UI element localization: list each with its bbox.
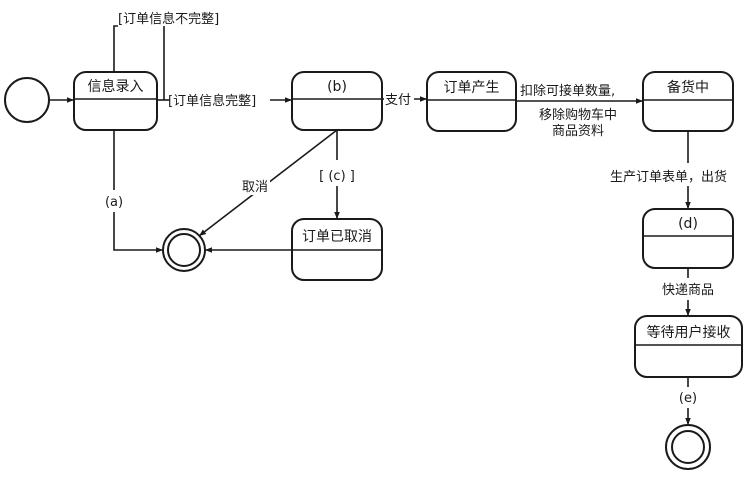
- transition-a-to-final: [113, 212, 163, 253]
- final-state-bottom: [665, 424, 711, 470]
- event-express: 快递商品: [662, 283, 714, 298]
- state-cancelled: 订单已取消: [291, 218, 383, 281]
- state-awaiting-receipt-title: 等待用户接收: [647, 324, 731, 341]
- guard-c: [ (c) ]: [319, 169, 355, 184]
- final-state-left: [162, 228, 206, 272]
- action-deduct-line1: 扣除可接单数量,: [520, 83, 615, 99]
- event-pay: 支付: [385, 93, 411, 108]
- initial-state: [4, 77, 50, 123]
- guard-info-incomplete: [订单信息不完整]: [118, 11, 219, 27]
- state-awaiting-receipt: 等待用户接收: [634, 315, 743, 378]
- event-a: (a): [105, 195, 123, 210]
- guard-info-complete: [订单信息完整]: [168, 93, 256, 109]
- state-order-created-title: 订单产生: [444, 80, 500, 96]
- event-produce-ship: 生产订单表单，出货: [610, 169, 727, 185]
- state-b: (b): [291, 71, 383, 131]
- state-cancelled-title: 订单已取消: [302, 229, 372, 245]
- action-deduct-line3: 商品资料: [552, 124, 604, 139]
- event-cancel: 取消: [242, 180, 268, 195]
- action-deduct-line2: 移除购物车中: [539, 107, 617, 123]
- state-stocking: 备货中: [642, 71, 734, 132]
- state-order-created: 订单产生: [426, 71, 517, 132]
- state-b-title: (b): [327, 79, 347, 95]
- state-info-entry: 信息录入: [73, 71, 158, 131]
- event-e: (e): [679, 391, 697, 406]
- loop-left-segment: [113, 25, 118, 72]
- state-stocking-title: 备货中: [667, 79, 709, 96]
- state-info-entry-title: 信息录入: [88, 78, 144, 95]
- state-d-title: (d): [678, 216, 698, 232]
- state-d: (d): [642, 208, 734, 269]
